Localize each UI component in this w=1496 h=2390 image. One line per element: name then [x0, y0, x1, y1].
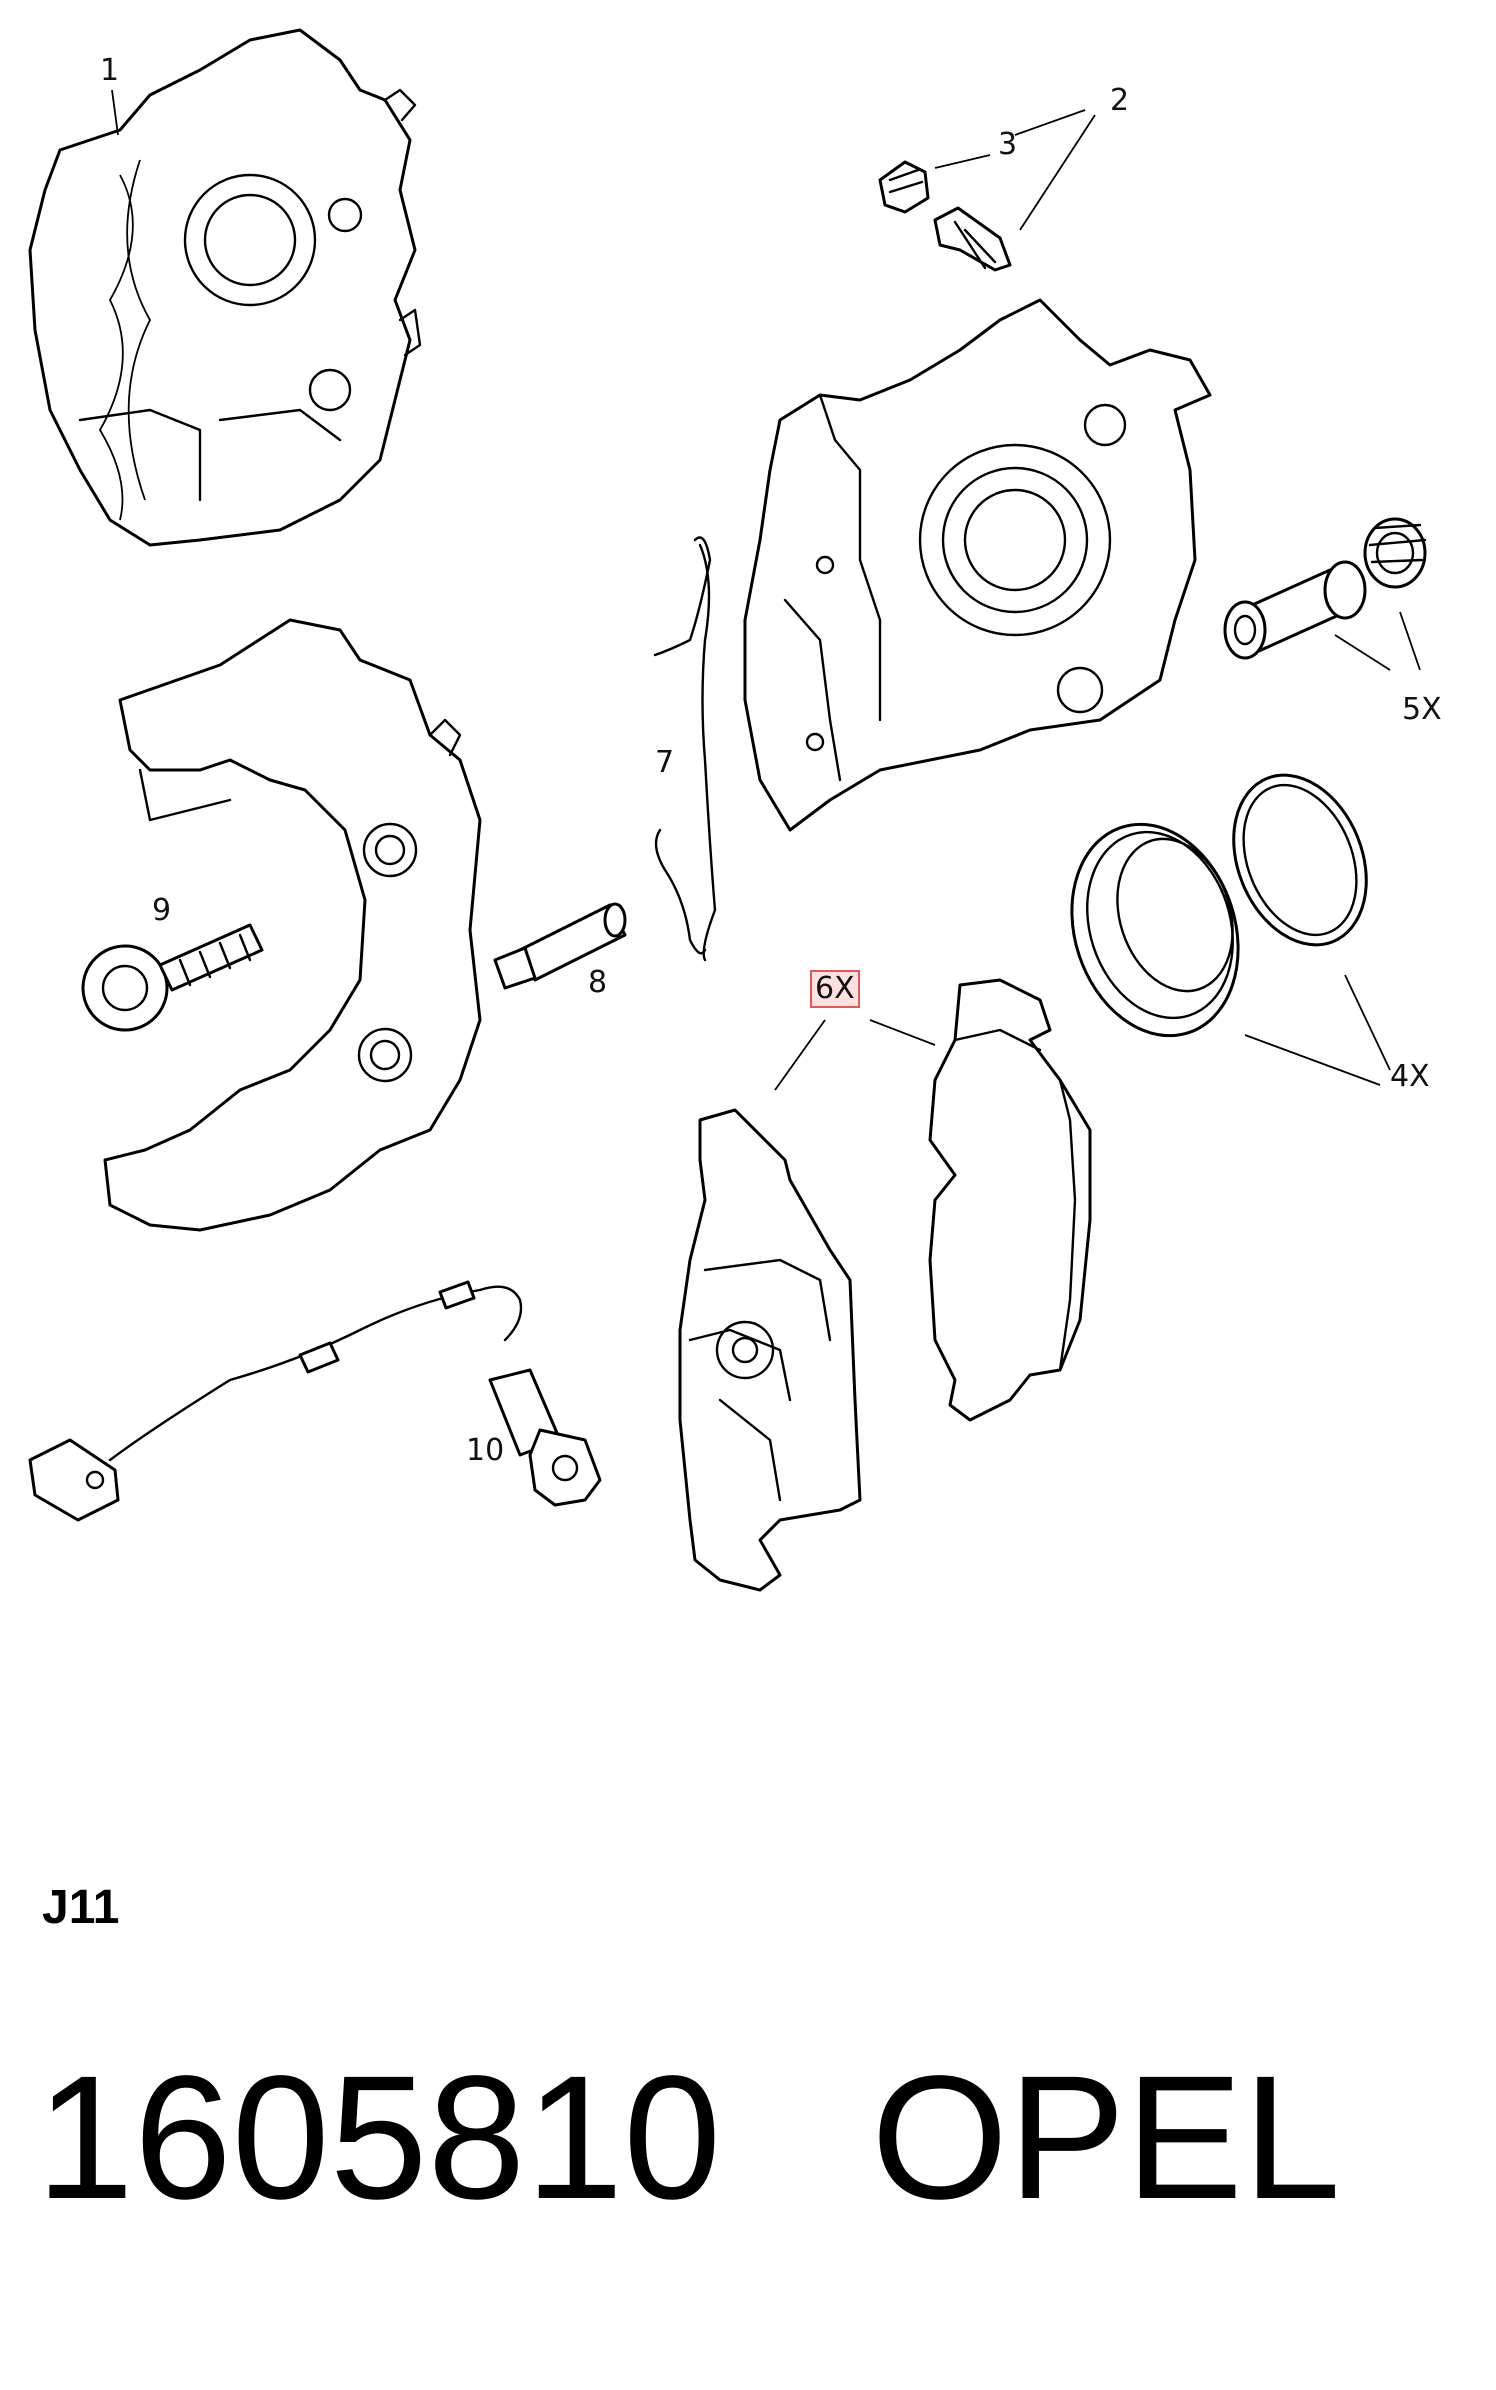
caliper-top-left-drawing — [28, 28, 422, 547]
callout-10: 10 — [466, 1433, 505, 1468]
callout-9: 9 — [152, 893, 172, 928]
brake-pad-inner-drawing — [678, 1108, 862, 1592]
spring-clip-drawing — [653, 536, 717, 962]
guide-pin-drawing — [493, 902, 627, 990]
wear-sensor-drawing — [28, 1280, 602, 1522]
diagram-artwork — [28, 28, 1427, 1592]
callout-4x: 4X — [1390, 1059, 1430, 1094]
piston-seal-drawing — [1070, 773, 1368, 1038]
callout-2: 2 — [1110, 83, 1130, 118]
callout-3: 3 — [998, 127, 1018, 162]
part-number: 1605810 — [36, 2040, 722, 2236]
guide-sleeve-drawing — [1223, 517, 1427, 660]
exploded-parts-diagram: 1 2 3 4X 5X 6X 7 8 9 10 — [28, 28, 1442, 1592]
callout-1: 1 — [100, 53, 120, 88]
leader-lines — [111, 89, 1421, 1091]
caliper-bolt-drawing — [81, 923, 264, 1032]
callout-7: 7 — [655, 745, 675, 780]
callout-5x: 5X — [1402, 692, 1442, 727]
caliper-carrier-drawing — [103, 618, 482, 1232]
section-code: J11 — [42, 1881, 120, 1934]
callout-6x-highlighted: 6X — [810, 970, 860, 1008]
brake-pad-outer-drawing — [928, 978, 1092, 1422]
bleed-screw-drawing — [878, 160, 1012, 272]
brand-name: OPEL — [871, 2040, 1341, 2236]
caliper-housing-drawing — [743, 298, 1212, 832]
callout-8: 8 — [588, 965, 608, 1000]
